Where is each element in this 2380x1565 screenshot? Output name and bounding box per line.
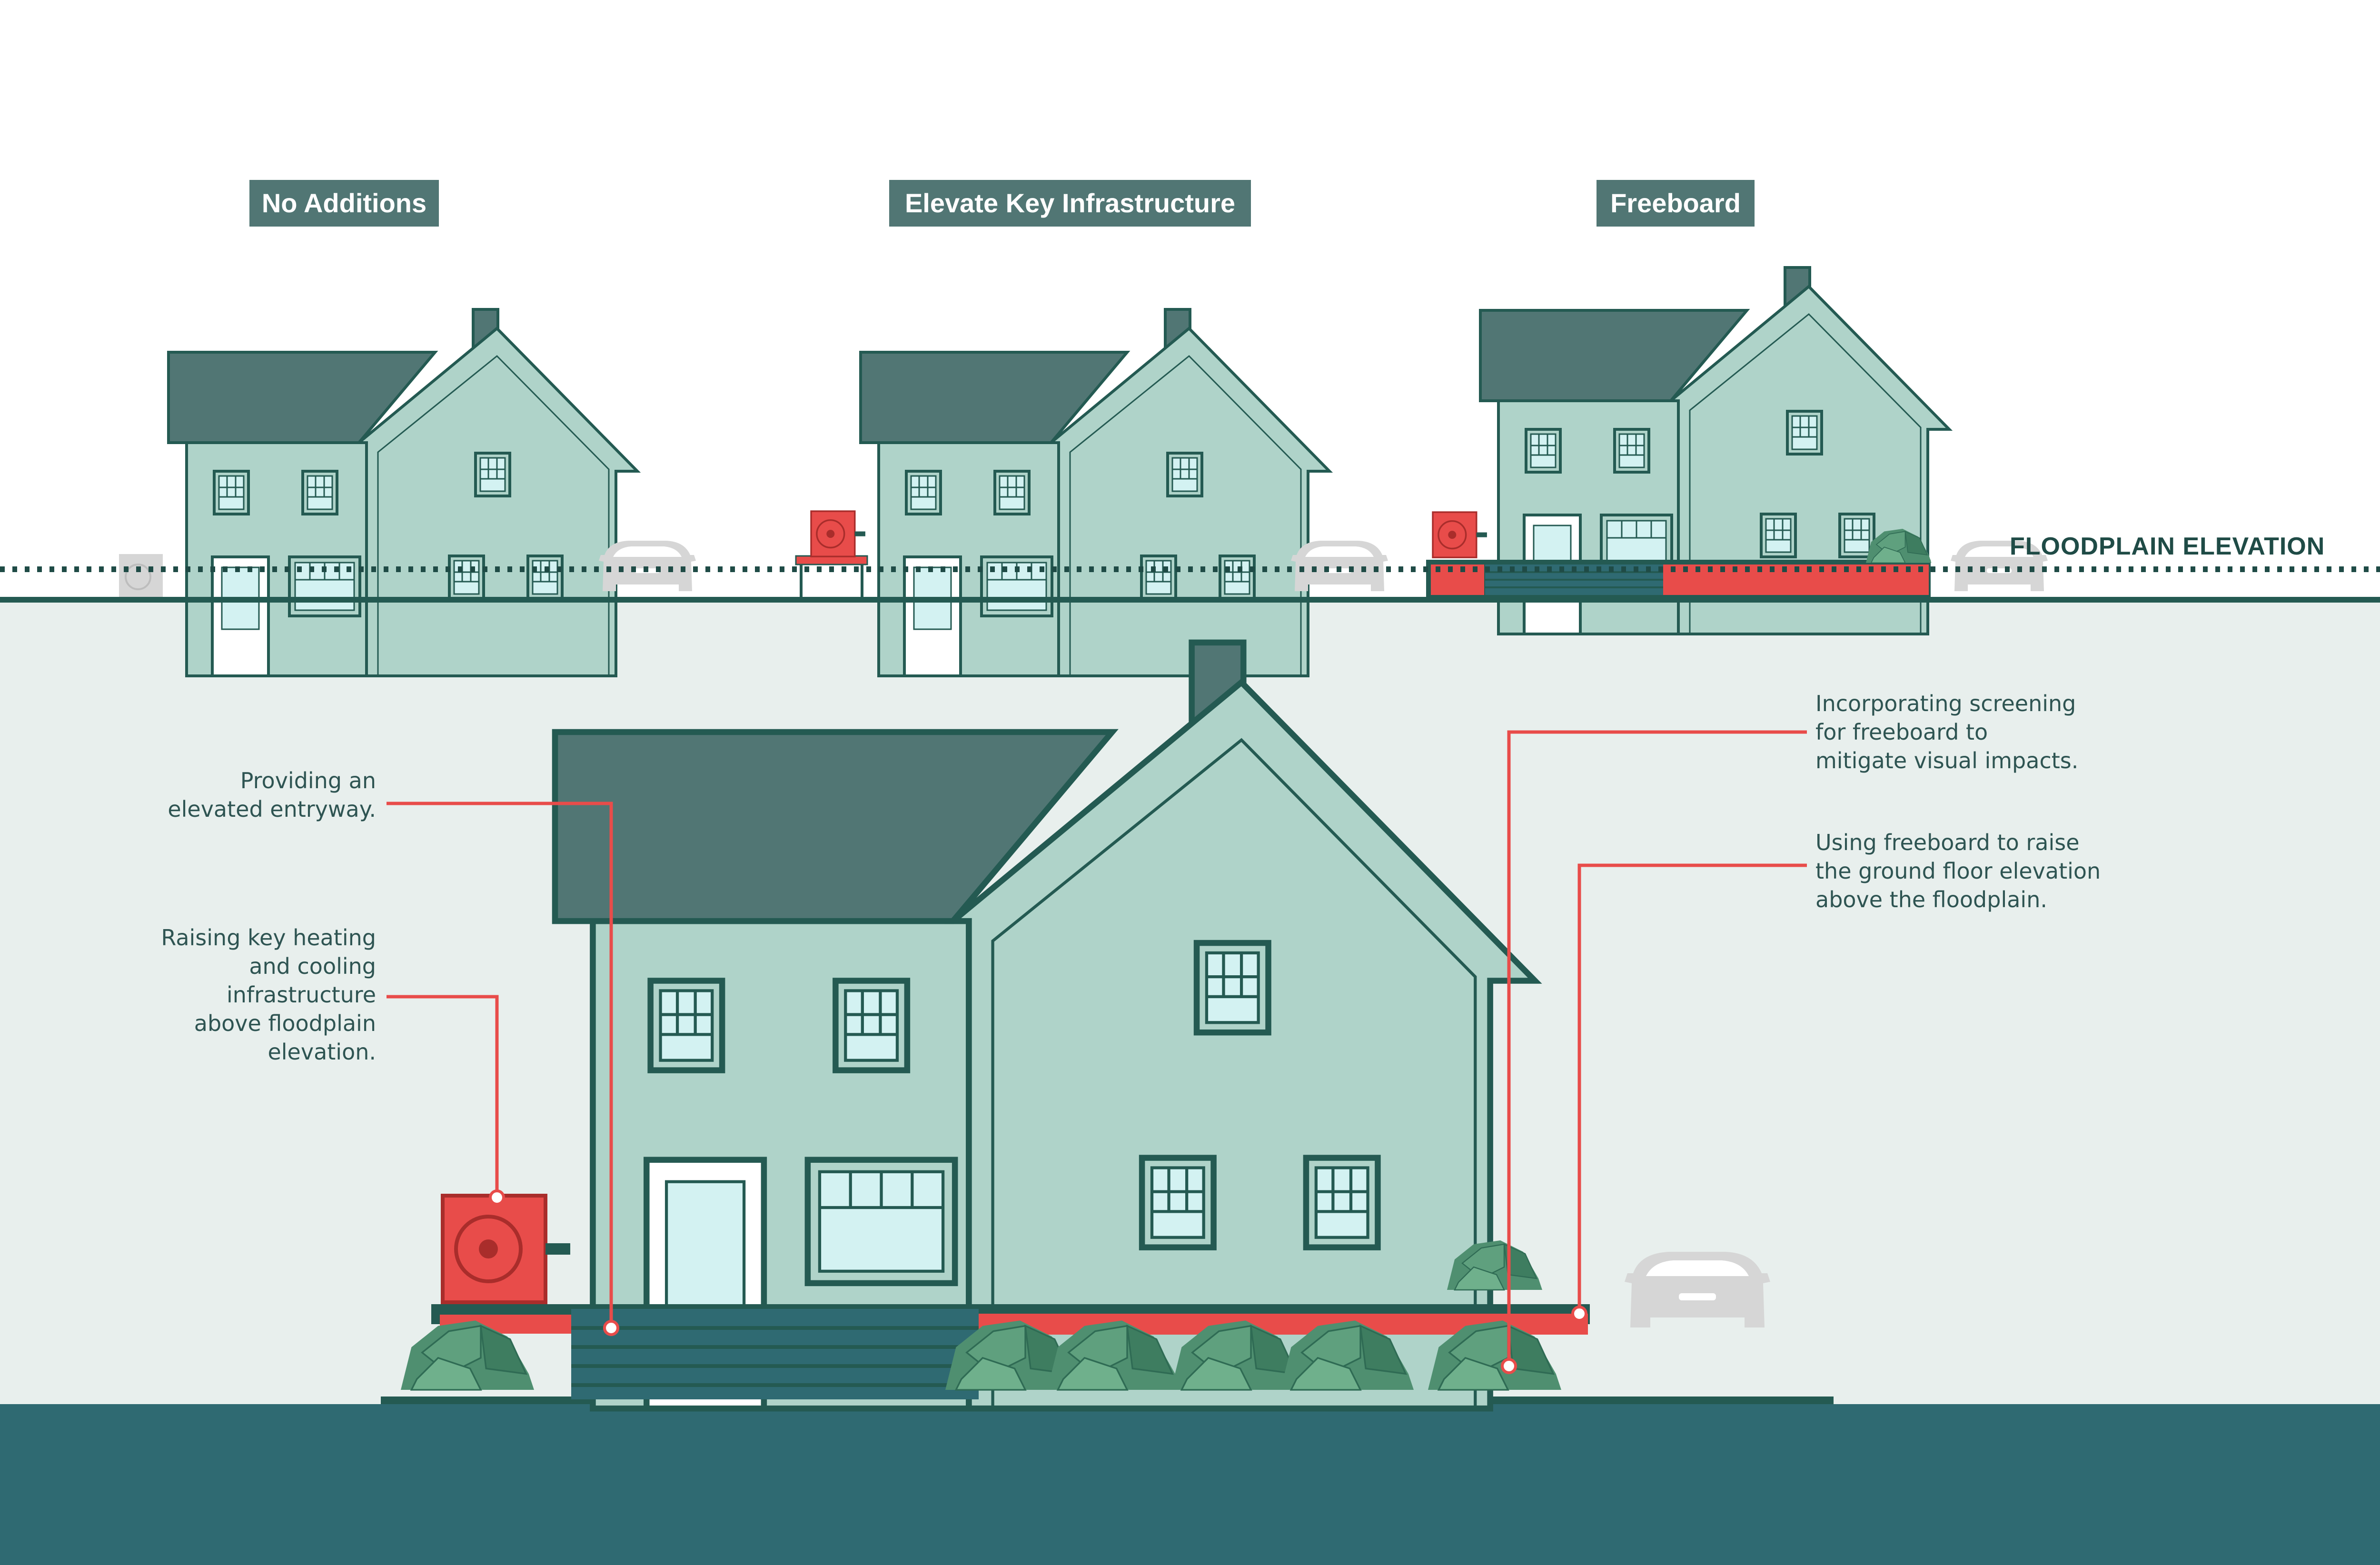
scenario-label-elevate-infrastructure: Elevate Key Infrastructure xyxy=(889,180,1251,227)
car-icon xyxy=(1291,541,1388,591)
scenario-label-no-additions: No Additions xyxy=(249,180,439,227)
callout-leaders xyxy=(387,730,1807,1366)
hvac-unit-raised xyxy=(795,510,868,598)
ground-band xyxy=(0,1404,2380,1565)
car-icon xyxy=(599,541,696,591)
callout-elevated-entryway: Providing an elevated entryway. xyxy=(168,768,376,822)
floodplain-elevation-label: FLOODPLAIN ELEVATION xyxy=(2010,533,2325,560)
callout-screening: Incorporating screening for freeboard to… xyxy=(1815,691,2079,773)
freeboard-base xyxy=(1426,560,1931,599)
scenario-label-freeboard: Freeboard xyxy=(1597,180,1755,227)
callout-raised-hvac: Raising key heating and cooling infrastr… xyxy=(161,925,376,1065)
callout-raise-floor: Using freeboard to raise the ground floo… xyxy=(1815,830,2101,912)
car-icon xyxy=(1625,1252,1770,1327)
hvac-unit-ground xyxy=(119,554,163,597)
callout-points xyxy=(489,1189,1587,1374)
freeboard-base-detail xyxy=(431,1304,1590,1399)
top-ground-line xyxy=(0,597,2380,603)
